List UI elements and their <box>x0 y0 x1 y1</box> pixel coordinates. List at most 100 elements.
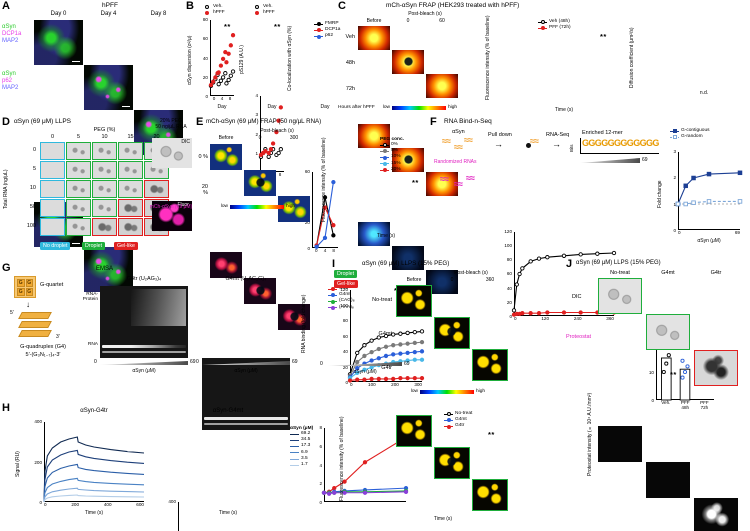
dispersion-legend: Veh.hPFF <box>202 4 225 16</box>
ramp-69: 69 <box>190 359 196 365</box>
rna-row-10: 10 <box>29 185 36 191</box>
scale-high-label: high <box>286 204 296 209</box>
foldchange-ylabel: Fold change <box>657 180 663 208</box>
inset-condition-label: 20% PEG 50 ng/μL RNA <box>155 118 187 130</box>
llps-grid-cell <box>118 161 143 179</box>
llps-phase-grid <box>40 142 169 236</box>
panel-h-label: H <box>2 402 10 414</box>
ramp-max-label: 69 <box>642 157 648 163</box>
panel-c-label: C <box>338 0 346 12</box>
proteostat-no-treat <box>598 426 642 462</box>
inset-caption: mCh-αSyn (69 μM) <box>149 204 193 210</box>
spr-g4tr-xlabel: Time (s) <box>84 510 104 516</box>
llps-grid-cell <box>66 199 91 217</box>
row-peg0-label: 0 % <box>198 154 208 160</box>
peg-col-0: 0 <box>50 134 55 140</box>
inset-fluor-image: Fluor. <box>152 201 192 231</box>
micrograph-day4-p62 <box>84 247 133 292</box>
bindnseq-xlabel: αSyn (μM) <box>697 238 721 244</box>
quartet-plane <box>18 321 52 328</box>
frap-notreat-before <box>396 285 432 317</box>
legend-entry: No-treat <box>444 411 472 417</box>
rna-band-minor <box>102 350 186 353</box>
ramp-69: 69 <box>292 359 298 365</box>
rnaseq-arrow-icon <box>552 139 561 149</box>
frap-g4mt-before <box>396 415 432 447</box>
three-prime-label: 3′ <box>56 334 60 340</box>
panel-f-label: F <box>430 116 437 128</box>
postbleach-header: Post-bleach (s) <box>454 270 488 276</box>
legend-entry: PFF (72h) <box>538 25 571 31</box>
frap-48h-t0 <box>392 148 424 172</box>
frap-significance: ** <box>412 178 419 187</box>
gel1-title: G4tr (U₂AG₃)₄ <box>126 276 162 282</box>
micrograph-day8-dcp1a <box>134 110 183 155</box>
panel-g: G G G G G G-quartet 5′ 3′ G-quadruplex (… <box>2 262 422 505</box>
legend-entry: Veh (48h) <box>538 19 571 25</box>
bead-icon <box>526 143 531 148</box>
legend-droplet: Droplet <box>82 242 106 251</box>
llps-grid-cell <box>40 199 65 217</box>
proteostat-g4mt <box>646 462 690 498</box>
frap-72h-t0 <box>392 246 424 270</box>
legend-entry: G4tr <box>328 286 355 292</box>
legend-entry: p62 <box>314 33 340 39</box>
frap-72h-before <box>358 222 390 246</box>
pulldown-label: Pull down <box>488 132 512 138</box>
row-no-treat-label: No-treat <box>372 297 392 303</box>
micrograph-day0-dcp1a <box>34 20 83 65</box>
row-peg20-label: 20 % <box>201 184 208 196</box>
dic-no-treat <box>598 278 642 314</box>
g-quartet-label: G-quartet <box>40 282 64 288</box>
llps-grid-cell <box>144 180 169 198</box>
peg-col-10: 10 <box>101 134 108 140</box>
spr-legend-title: αSyn (μM) <box>290 426 314 431</box>
llps-grid-cell <box>118 142 143 160</box>
ps129-xlabel: Day <box>267 104 277 110</box>
row-veh-label: Veh <box>345 34 355 40</box>
g-base: G <box>17 288 25 296</box>
rna-label: RNA <box>87 342 98 347</box>
llps-grid-cell <box>40 180 65 198</box>
panel-i-label: I <box>332 258 336 270</box>
legend-entry: G-random <box>670 134 710 140</box>
dic-label: DIC <box>181 139 190 145</box>
legend-entry: 10% <box>380 154 404 160</box>
rna-band-minor <box>204 422 288 425</box>
asyn-gradient-ramp <box>202 361 290 365</box>
frap-legend: Veh (48h)PFF (72h) <box>538 19 571 31</box>
asyn-gradient-ramp <box>100 361 188 365</box>
g-base: G <box>25 279 33 287</box>
ps129-ylabel: pS129 (A.U.) <box>239 45 245 75</box>
peg-col-20: 20 <box>153 134 160 140</box>
peg-legend-title: PEG conc. <box>380 137 404 142</box>
panel-e-label: E <box>196 116 204 128</box>
panel-d-title: αSyn (69 μM) LLPS <box>14 118 71 125</box>
col-no-treat: No-treat <box>610 270 630 276</box>
rna-band <box>102 344 186 348</box>
postbleach-header: Post-bleach (s) <box>260 128 294 134</box>
legend-entry: (AAA)₈ <box>328 305 355 311</box>
rna-protein-smear <box>131 289 186 327</box>
chart-ramp-69: 69 <box>404 361 410 367</box>
dispersion-ylabel: αSyn dispersion (σ²/μ) <box>187 35 193 85</box>
dispersion-significance: ** <box>224 22 231 31</box>
five-prime-label: 5′ <box>10 310 14 316</box>
legend-entry: hPFF <box>252 10 275 16</box>
col-g4mt: G4mt <box>661 270 675 276</box>
g-base: G <box>17 279 25 287</box>
row-48h-label: 48h <box>345 60 355 66</box>
llps-grid-cell <box>118 218 143 236</box>
